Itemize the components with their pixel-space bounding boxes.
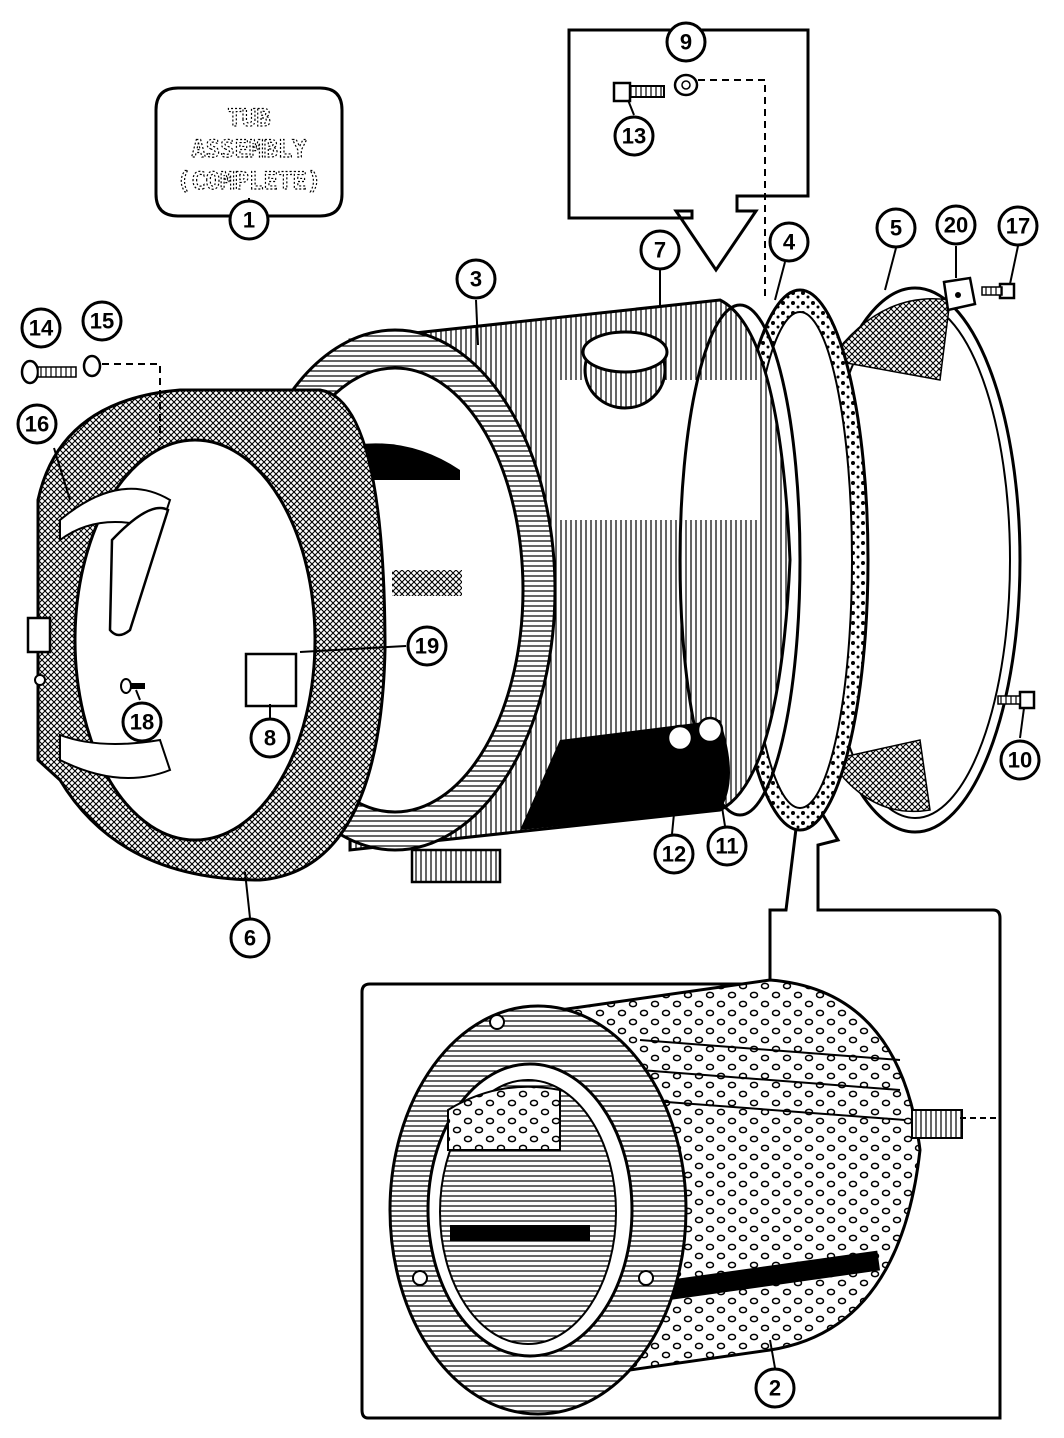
title-line-2: ASSEMBLY [191, 135, 307, 163]
callout-10: 10 [999, 739, 1041, 781]
inner-basket-drawing [388, 978, 1000, 1416]
callout-2: 2 [754, 1367, 796, 1409]
svg-text:5: 5 [890, 216, 902, 241]
svg-text:10: 10 [1008, 748, 1032, 773]
callout-15: 15 [81, 300, 123, 342]
callout-16: 16 [16, 403, 58, 445]
bolt-10-drawing [997, 690, 1036, 710]
svg-text:4: 4 [783, 230, 796, 255]
svg-text:1: 1 [243, 208, 255, 233]
callout-18: 18 [121, 701, 163, 743]
screw-14-drawing [20, 354, 102, 385]
svg-text:17: 17 [1006, 214, 1030, 239]
leader-lines [53, 99, 1025, 1369]
svg-text:2: 2 [769, 1376, 781, 1401]
callout-13: 13 [613, 115, 655, 157]
callout-11: 11 [706, 825, 748, 867]
rear-tub-cover-drawing [808, 286, 1022, 834]
leader-14-15 [102, 363, 161, 440]
title-line-3: (COMPLETE) [177, 167, 322, 195]
svg-text:3: 3 [470, 267, 482, 292]
callout-19: 19 [406, 625, 448, 667]
title-line-1: TUB [227, 104, 270, 132]
callout-8: 8 [249, 717, 291, 759]
svg-text:15: 15 [90, 309, 114, 334]
callout-12: 12 [653, 833, 695, 875]
svg-text:8: 8 [264, 726, 276, 751]
svg-text:11: 11 [715, 834, 738, 859]
callout-17: 17 [997, 205, 1039, 247]
screw-18-drawing [120, 678, 145, 694]
bracket-20-drawing [942, 276, 977, 312]
svg-text:18: 18 [130, 710, 154, 735]
callout-7: 7 [639, 229, 681, 271]
leader-9 [698, 79, 766, 300]
callout-9: 9 [665, 21, 707, 63]
svg-text:9: 9 [680, 30, 692, 55]
callout-3: 3 [455, 258, 497, 300]
callout-14: 14 [20, 307, 62, 349]
callout-1: 1 [228, 199, 270, 241]
basket-inset-frame [360, 775, 1002, 1420]
svg-text:16: 16 [25, 412, 49, 437]
svg-text:14: 14 [29, 316, 54, 341]
bolt-13-drawing [612, 73, 699, 103]
front-tub-cover-drawing [26, 388, 387, 882]
svg-text:7: 7 [654, 238, 666, 263]
svg-text:13: 13 [622, 124, 646, 149]
callout-6: 6 [229, 917, 271, 959]
fastener-inset-frame [567, 28, 810, 273]
svg-text:12: 12 [662, 842, 686, 867]
svg-text:20: 20 [944, 213, 968, 238]
tub-assembly-title-box: TUB ASSEMBLY (COMPLETE) [154, 86, 344, 218]
svg-text:6: 6 [244, 926, 256, 951]
callout-5: 5 [875, 207, 917, 249]
callout-4: 4 [768, 221, 810, 263]
svg-text:19: 19 [415, 634, 439, 659]
callout-20: 20 [935, 204, 977, 246]
bolt-17-drawing [981, 282, 1016, 300]
